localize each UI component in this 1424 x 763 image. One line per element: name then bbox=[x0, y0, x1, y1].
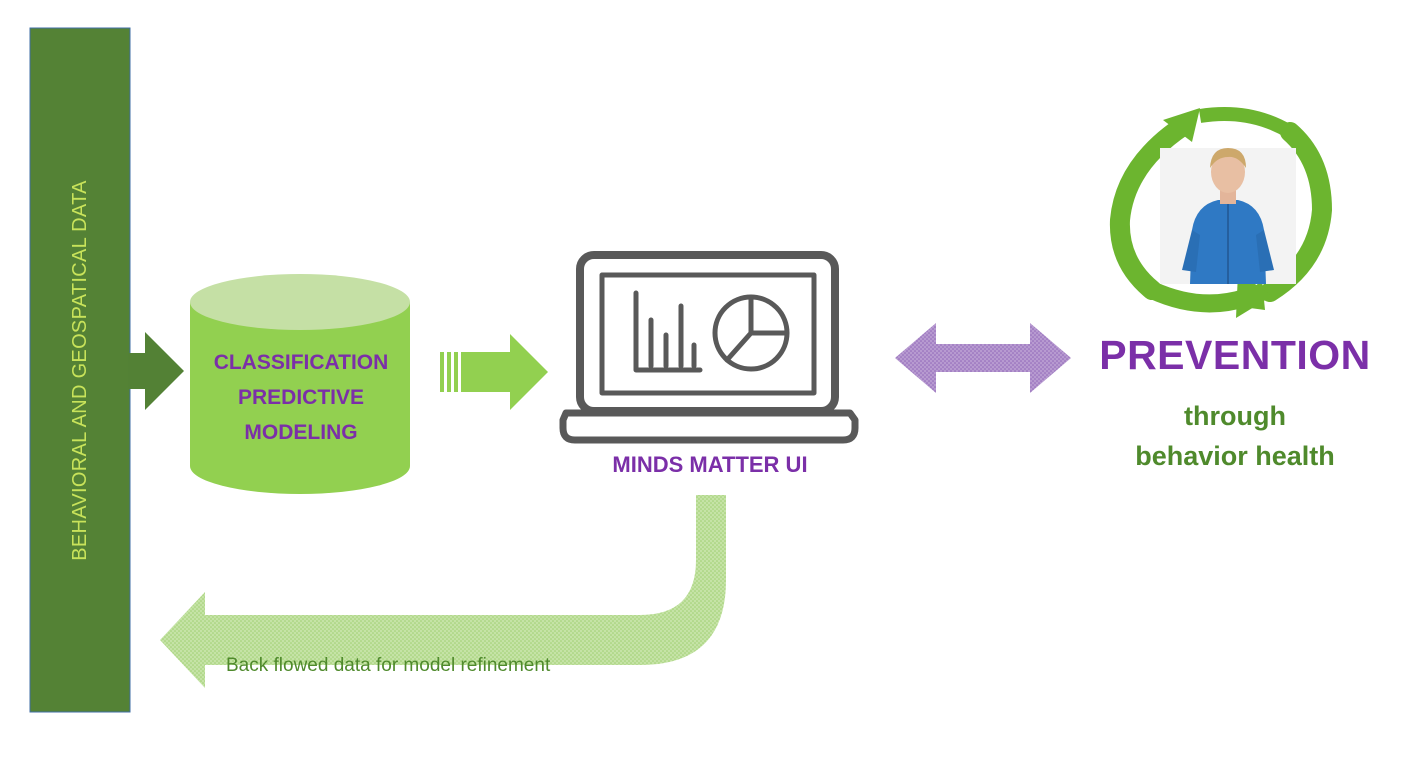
person-photo bbox=[1160, 148, 1296, 284]
model-label-line3: MODELING bbox=[244, 421, 358, 444]
prevention-subtitle-line1: through bbox=[1184, 401, 1286, 431]
data-source-label-text: BEHAVIORAL AND GEOSPATICAL DATA bbox=[68, 179, 91, 561]
feedback-label: Back flowed data for model refinement bbox=[226, 655, 551, 676]
prevention-subtitle-line2: behavior health bbox=[1135, 441, 1335, 471]
prevention-subtitle: through behavior health bbox=[1090, 396, 1380, 476]
model-label-line1: CLASSIFICATION bbox=[213, 351, 389, 374]
data-source-label: BEHAVIORAL AND GEOSPATICAL DATA bbox=[30, 28, 130, 712]
model-to-ui-arrow bbox=[440, 334, 548, 410]
model-label: CLASSIFICATION PREDICTIVE MODELING bbox=[186, 345, 416, 450]
ui-label: MINDS MATTER UI bbox=[612, 452, 808, 477]
data-source-bar bbox=[29, 27, 131, 713]
prevention-title: PREVENTION bbox=[1099, 332, 1371, 378]
laptop-chart-icon bbox=[559, 251, 859, 444]
feedback-arrow bbox=[160, 495, 726, 688]
database-cylinder bbox=[190, 274, 410, 494]
ui-prevention-arrow bbox=[895, 323, 1071, 393]
model-label-line2: PREDICTIVE bbox=[237, 386, 365, 409]
input-arrow bbox=[128, 332, 184, 410]
